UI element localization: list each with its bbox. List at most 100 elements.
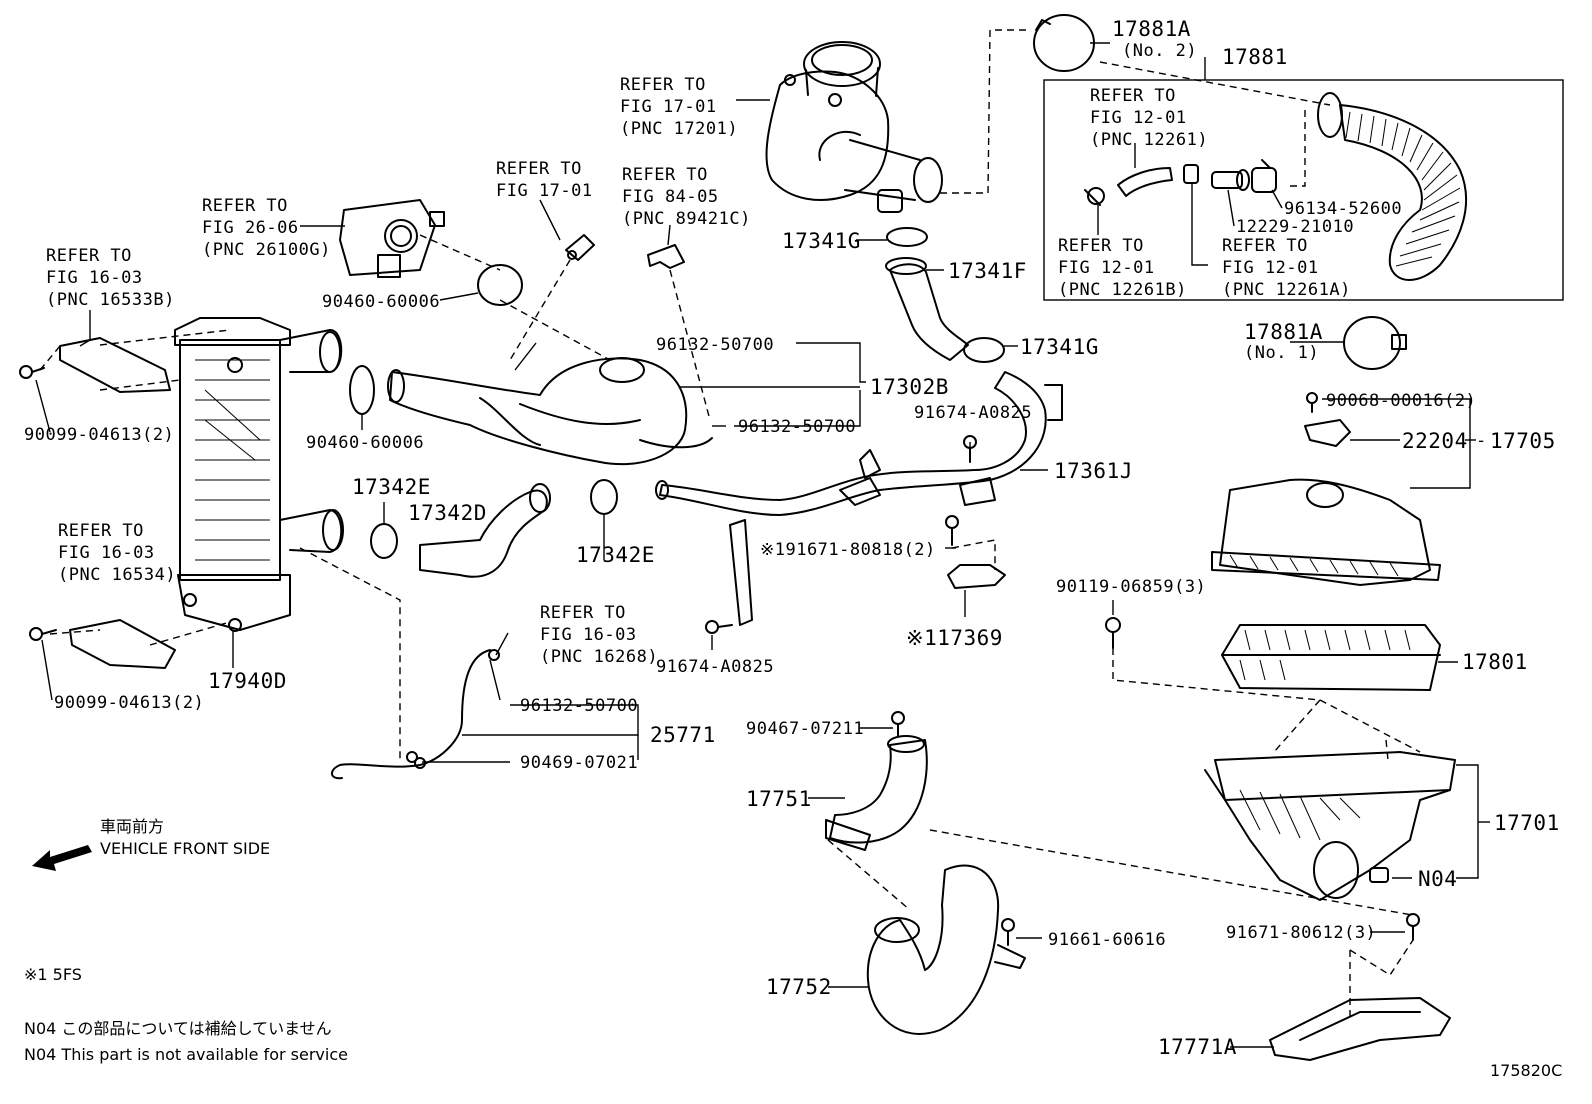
label-17705: 17705 [1490, 429, 1556, 453]
label-17342e-left: 17342E [352, 475, 431, 499]
small-hose-12261-drawing [1084, 159, 1277, 206]
svg-text:FIG 17-01: FIG 17-01 [496, 181, 593, 201]
label-17341g-top: 17341G [782, 229, 861, 253]
svg-text:FIG 12-01: FIG 12-01 [1222, 258, 1319, 278]
svg-text:REFER TO: REFER TO [496, 159, 582, 179]
label-17881: 17881 [1222, 45, 1288, 69]
plate-17771a-drawing [1269, 913, 1451, 1061]
bracket-16533b-drawing [59, 337, 171, 393]
label-17752: 17752 [766, 975, 832, 999]
hose-17342d-drawing [419, 483, 551, 578]
grommet-n04-drawing [1369, 867, 1389, 883]
label-17361j: 17361J [1054, 459, 1133, 483]
svg-text:REFER TO: REFER TO [1090, 86, 1176, 106]
clamp-17881a-no1-drawing [1343, 316, 1407, 370]
label-96132-c: 96132-50700 [520, 696, 638, 716]
bracket-89421c-drawing [647, 244, 685, 269]
dashed-guides [39, 29, 1421, 1020]
duct-17751-drawing [825, 711, 928, 851]
bracket-16534-drawing [69, 619, 176, 669]
clamp-17342e-right-drawing [590, 479, 618, 515]
label-91671-80818: ※191671-80818(2) [760, 540, 936, 560]
svg-text:REFER TO: REFER TO [622, 165, 708, 185]
sensor-22204-drawing [1304, 392, 1351, 447]
svg-text:REFER TO: REFER TO [540, 603, 626, 623]
bolt-90099-bottom-drawing [29, 627, 57, 641]
label-17341f: 17341F [948, 259, 1027, 283]
label-refer-89421c: REFER TO FIG 84-05 (PNC 89421C) [622, 165, 751, 229]
svg-text:(PNC 16268): (PNC 16268) [540, 647, 658, 667]
front-direction-indicator: 車両前方 VEHICLE FRONT SIDE [32, 817, 270, 871]
label-no1: (No. 1) [1244, 343, 1319, 363]
svg-text:(PNC 89421C): (PNC 89421C) [622, 209, 751, 229]
label-17341g-2: 17341G [1020, 335, 1099, 359]
label-17342d: 17342D [408, 501, 487, 525]
svg-text:(PNC 16534): (PNC 16534) [58, 565, 176, 585]
svg-text:REFER TO: REFER TO [620, 75, 706, 95]
label-17342e-right: 17342E [576, 543, 655, 567]
label-91671-80612: 91671-80612(3) [1226, 923, 1376, 943]
svg-text:FIG 12-01: FIG 12-01 [1058, 258, 1155, 278]
svg-text:FIG 12-01: FIG 12-01 [1090, 108, 1187, 128]
label-90099-top: 90099-04613(2) [24, 425, 174, 445]
label-refer-12261: REFER TO FIG 12-01 (PNC 12261) [1090, 86, 1208, 150]
svg-text:(PNC 12261A): (PNC 12261A) [1222, 280, 1351, 300]
svg-text:REFER TO: REFER TO [1058, 236, 1144, 256]
label-12229-21010: 12229-21010 [1236, 217, 1354, 237]
label-17881a-no2: 17881A [1112, 17, 1191, 41]
air-cleaner-case-17701-drawing [1204, 751, 1456, 901]
bolt-90099-top-drawing [19, 365, 45, 379]
label-17701: 17701 [1494, 811, 1560, 835]
label-refer-16268: REFER TO FIG 16-03 (PNC 16268) [540, 603, 658, 667]
label-17771a: 17771A [1158, 1035, 1237, 1059]
label-refer-16534: REFER TO FIG 16-03 (PNC 16534) [58, 521, 176, 585]
svg-text:FIG 26-06: FIG 26-06 [202, 218, 299, 238]
label-dash-22204-17705: - [1476, 431, 1487, 451]
label-91661: 91661-60616 [1048, 930, 1166, 950]
hose-25771-drawing [331, 649, 500, 780]
label-refer-12261a: REFER TO FIG 12-01 (PNC 12261A) [1222, 236, 1351, 300]
label-refer-26100g: REFER TO FIG 26-06 (PNC 26100G) [202, 196, 330, 260]
label-17801: 17801 [1462, 650, 1528, 674]
label-90460-left: 90460-60006 [306, 433, 424, 453]
clamp-17341g-drawing [886, 227, 928, 247]
label-refer-17-01: REFER TO FIG 17-01 [496, 159, 593, 201]
svg-text:(PNC 16533B): (PNC 16533B) [46, 290, 175, 310]
label-91674-bottom: 91674-A0825 [656, 657, 774, 677]
front-direction-en: VEHICLE FRONT SIDE [100, 839, 270, 858]
intake-hose-17881-drawing [1317, 92, 1468, 281]
footnote-n04-jp: N04 この部品については補給していません [24, 1019, 332, 1038]
sensor-drawing [565, 234, 595, 261]
label-90068: 90068-00016(2) [1326, 391, 1476, 411]
air-cleaner-cap-17705-drawing [1211, 478, 1441, 586]
label-17302b: 17302B [870, 375, 949, 399]
bolt-90119-drawing [1105, 617, 1121, 649]
clamp-90460-left-drawing [349, 365, 375, 415]
svg-text:FIG 16-03: FIG 16-03 [46, 268, 143, 288]
svg-text:REFER TO: REFER TO [58, 521, 144, 541]
label-91674-top: 91674-A0825 [914, 403, 1032, 423]
svg-text:FIG 17-01: FIG 17-01 [620, 97, 717, 117]
turbocharger-drawing [765, 41, 943, 213]
label-refer-16533b: REFER TO FIG 16-03 (PNC 16533B) [46, 246, 175, 310]
svg-text:REFER TO: REFER TO [1222, 236, 1308, 256]
footnote-n04-en: N04 This part is not available for servi… [24, 1045, 348, 1064]
front-direction-jp: 車両前方 [100, 817, 164, 836]
left-down-arrow-icon [32, 845, 92, 871]
label-96132-b: 96132-50700 [738, 417, 856, 437]
label-96134-52600: 96134-52600 [1284, 199, 1402, 219]
label-17881a-no1: 17881A [1244, 320, 1323, 344]
footnote-star1: ※1 5FS [24, 965, 82, 984]
svg-text:FIG 16-03: FIG 16-03 [540, 625, 637, 645]
label-90469: 90469-07021 [520, 753, 638, 773]
label-25771: 25771 [650, 723, 716, 747]
svg-text:REFER TO: REFER TO [202, 196, 288, 216]
duct-17752-drawing [866, 864, 1026, 1035]
label-90099-bottom: 90099-04613(2) [54, 693, 204, 713]
label-n04: N04 [1418, 867, 1457, 891]
filter-17801-drawing [1221, 624, 1441, 691]
svg-text:FIG 84-05: FIG 84-05 [622, 187, 719, 207]
label-refer-17201: REFER TO FIG 17-01 (PNC 17201) [620, 75, 738, 139]
label-90467: 90467-07211 [746, 719, 864, 739]
